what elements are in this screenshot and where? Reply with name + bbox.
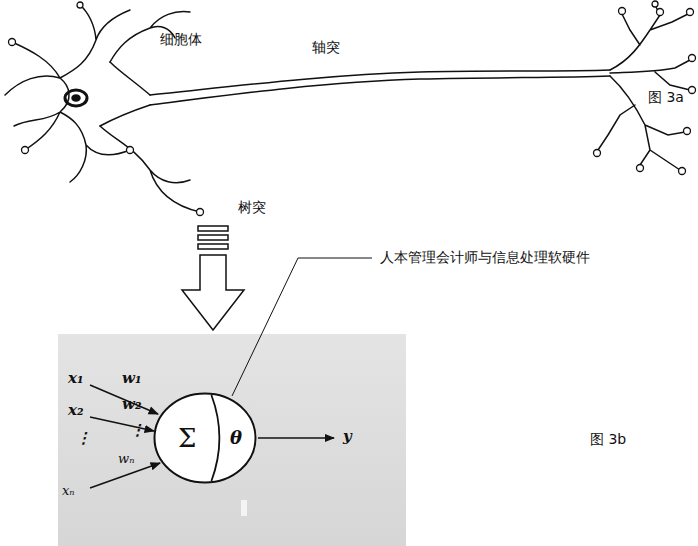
caption-label: 图 3b <box>590 432 626 447</box>
transform-arrow <box>182 226 244 330</box>
leader-line <box>232 258 372 396</box>
math-symbol: xₙ <box>62 484 75 498</box>
caption-label: 轴突 <box>312 40 340 55</box>
math-symbol: ⋮ <box>130 422 145 439</box>
caption-label: 树突 <box>238 200 266 215</box>
math-symbol: x₁ <box>68 370 84 387</box>
sum-symbol: Σ <box>178 425 196 451</box>
synaptic-knobs <box>9 1 696 216</box>
math-symbol: y <box>343 428 352 445</box>
input-lines <box>90 385 334 488</box>
math-symbol: w₂ <box>122 396 141 413</box>
caption-label: 细胞体 <box>160 32 202 47</box>
caption-label: 人本管理会计师与信息处理软硬件 <box>380 250 590 265</box>
math-symbol: w₁ <box>122 370 141 387</box>
neuron-drawing <box>5 5 690 212</box>
math-symbol: wₙ <box>118 452 134 466</box>
neuron-unit: Σθ <box>153 392 257 484</box>
model-panel <box>58 334 406 546</box>
math-symbol: ⋮ <box>76 430 91 447</box>
smudge <box>241 500 247 516</box>
caption-label: 图 3a <box>648 90 684 105</box>
math-symbol: x₂ <box>68 402 84 419</box>
threshold-symbol: θ <box>230 429 242 447</box>
